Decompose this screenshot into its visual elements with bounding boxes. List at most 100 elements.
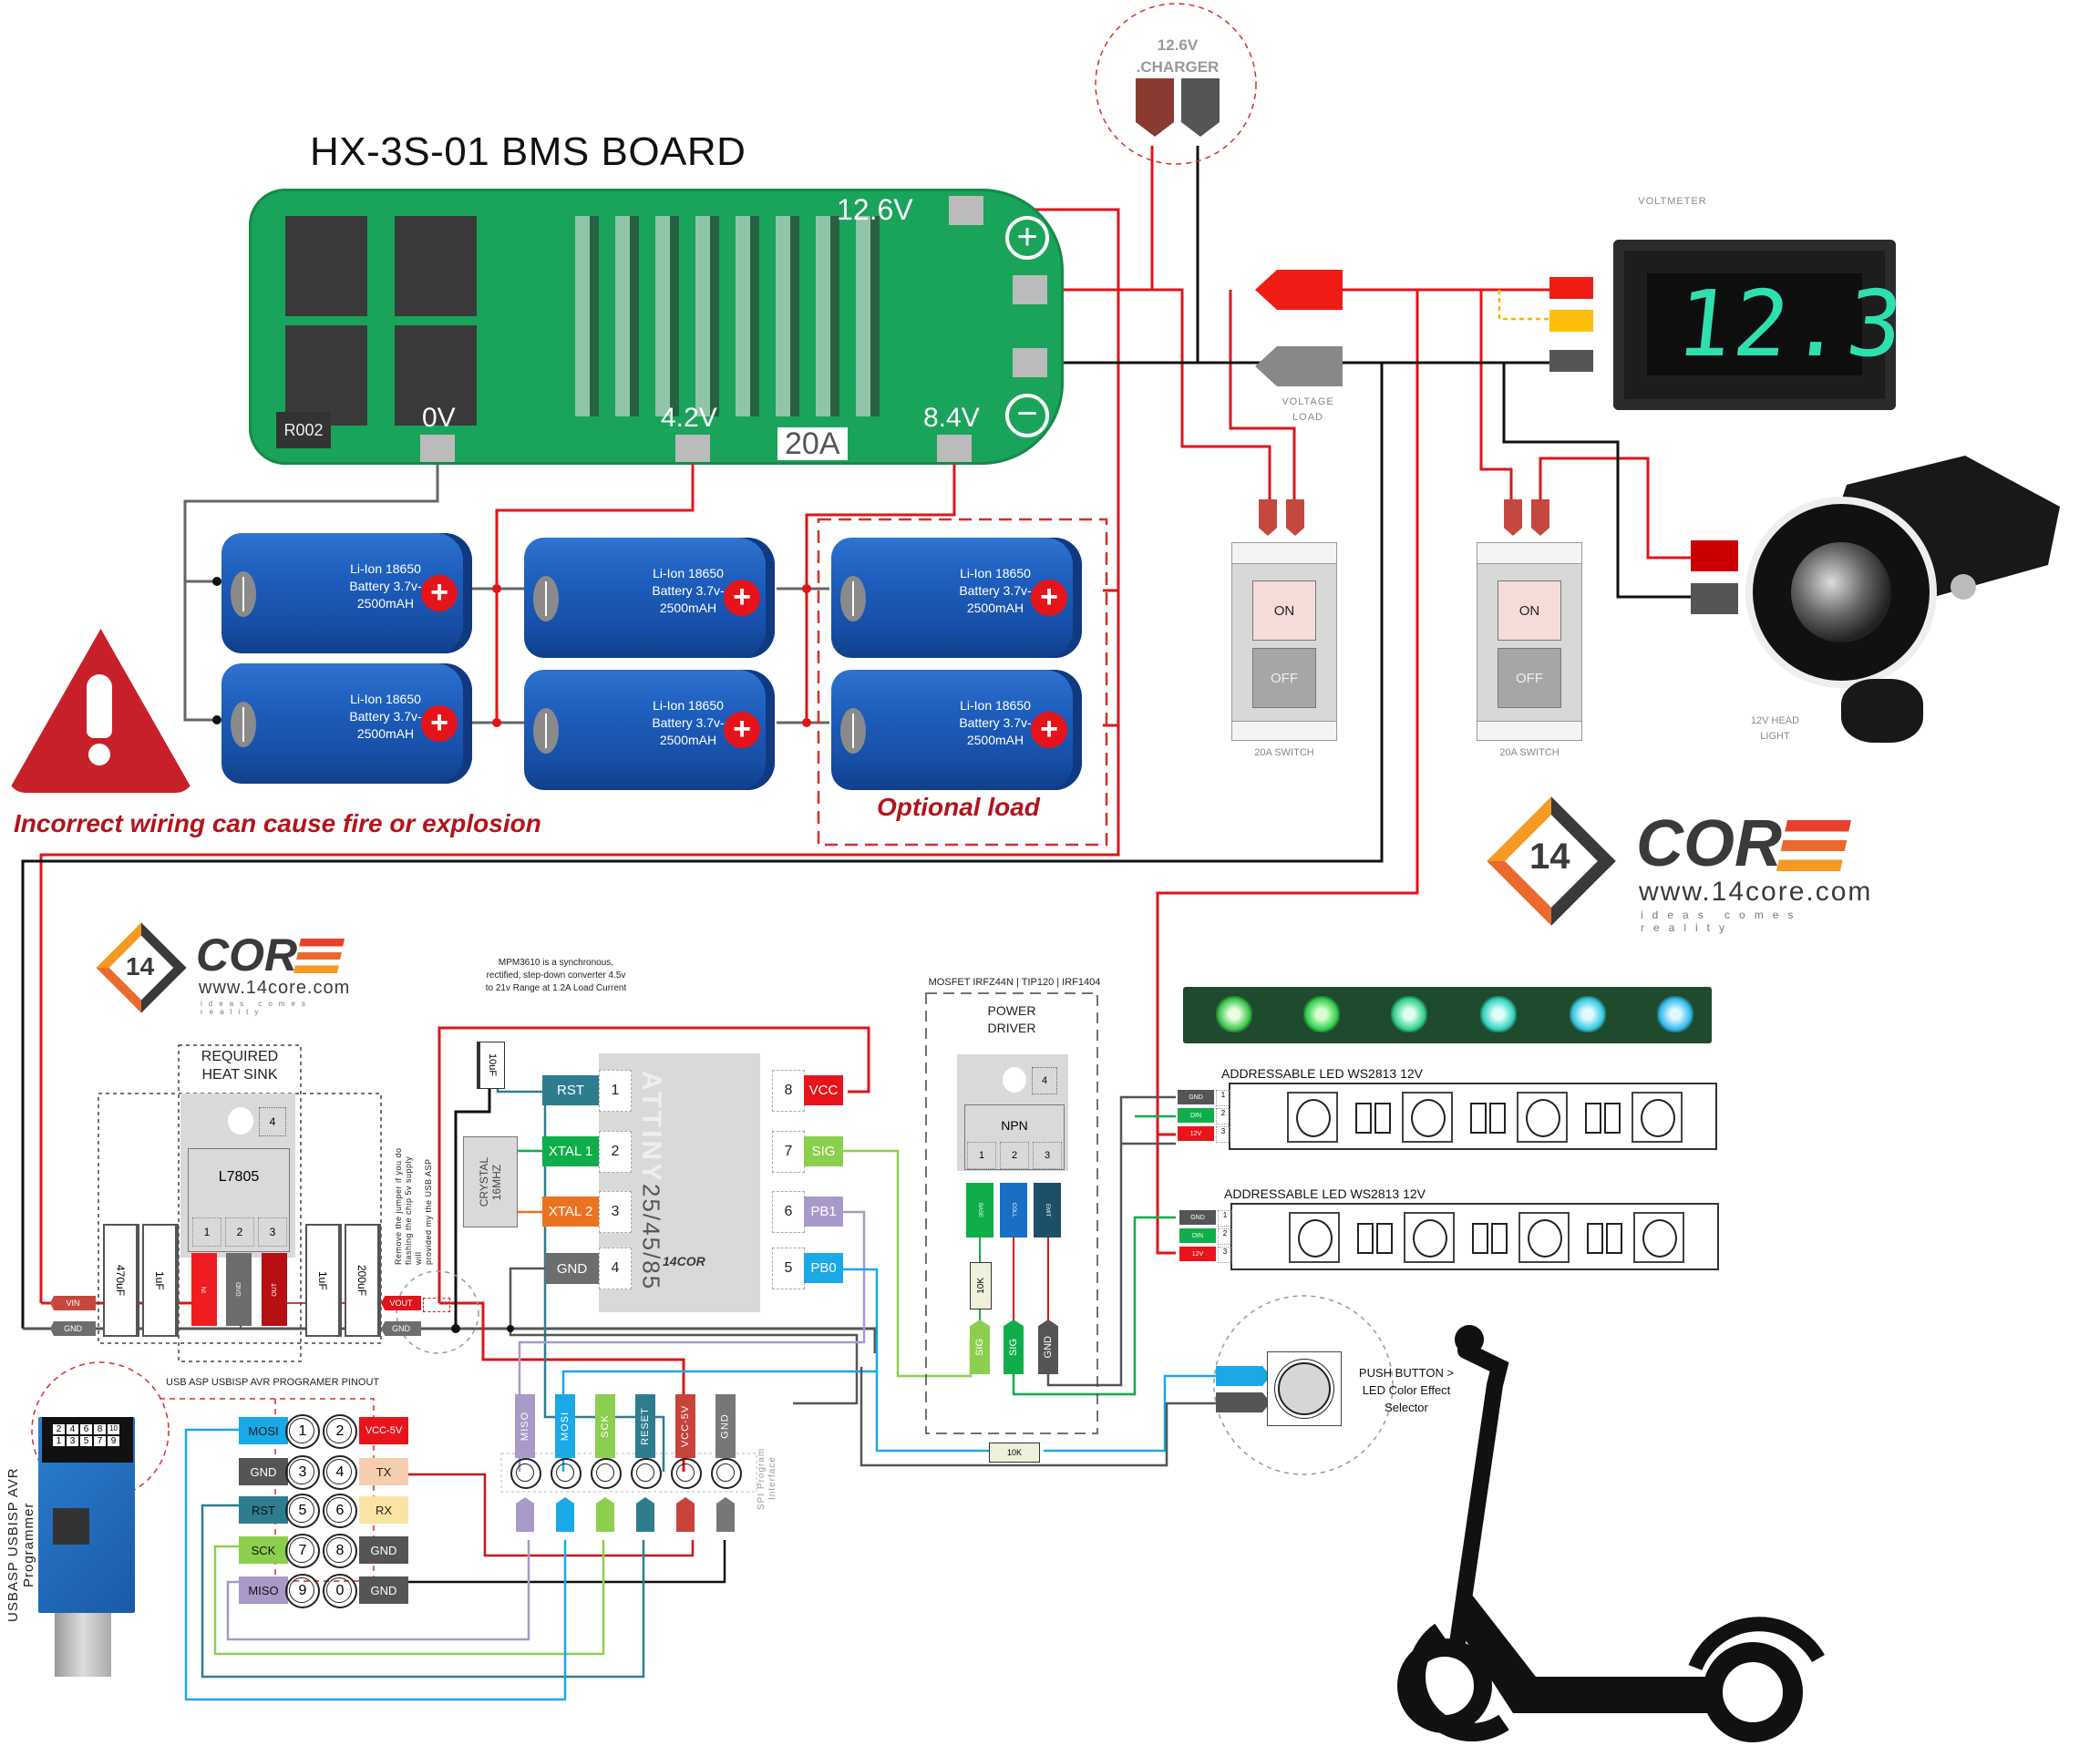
strip2-pin-din[interactable]: DIN [1179,1228,1216,1243]
strip1-pin-gnd[interactable]: GND [1178,1090,1214,1104]
switch1-on-button[interactable]: ON [1252,580,1316,641]
label-126v: 12.6V [837,193,913,226]
pushbutton-cap-icon[interactable] [1278,1362,1331,1415]
jumper[interactable] [423,1298,450,1312]
regulator-name: L7805 [218,1169,260,1185]
usbasp-pin-sck[interactable]: SCK [239,1536,288,1564]
attiny-pin-xtal2[interactable]: XTAL 2 [542,1196,599,1227]
power-driver-header: MOSFET IRFZ44N | TIP120 | IRF1404 [928,977,1101,988]
transistor-leg-emit: EMIT [1034,1183,1061,1237]
driver-terminal-gnd[interactable]: GND [1038,1320,1058,1374]
spi-pin-mosi[interactable]: MOSI [555,1394,575,1458]
battery-capacity: 2500mAH [659,601,717,615]
leg-label: EMIT [1045,1203,1050,1217]
charger-plug-negative[interactable] [1181,78,1220,137]
switch-1[interactable]: ON OFF [1231,542,1337,741]
spi-pin-label: VCC-5V [680,1404,691,1448]
attiny-pin-sig[interactable]: SIG [804,1136,843,1166]
battery-positive-terminal: + [724,580,760,616]
attiny-pin-pb1[interactable]: PB1 [804,1196,843,1227]
usbasp-pin-2: 2 [323,1414,357,1449]
spi-pin-gnd[interactable]: GND [715,1394,736,1458]
switch1-off-button[interactable]: OFF [1252,648,1316,708]
switch-2[interactable]: ON OFF [1477,542,1582,741]
usbasp-pin-5: 5 [285,1494,320,1528]
usbasp-pin-vcc[interactable]: VCC-5V [359,1417,408,1444]
strip2-pin-gnd[interactable]: GND [1179,1210,1216,1225]
led-resistor [1470,1103,1487,1134]
wire-gnd-pin4 [509,1267,859,1405]
gnd2-terminal: GND [381,1321,421,1336]
spi-pin-label: MOSI [560,1411,571,1442]
attiny-pin-xtal1[interactable]: XTAL 1 [542,1136,599,1166]
pushbutton[interactable] [1267,1351,1342,1426]
logo-tagline: ideas comes reality [201,1000,312,1016]
wire-red-sw2b [1539,457,1691,560]
capacitor-1uf-in: 1uF [142,1224,179,1337]
strip1-pin-12v[interactable]: 12V [1178,1126,1214,1141]
strip1-pin-din[interactable]: DIN [1178,1108,1214,1123]
battery-negative-terminal [840,576,866,621]
pad-126v[interactable] [949,196,983,225]
load-connector-positive[interactable] [1255,270,1343,310]
usbasp-pin-gnd[interactable]: GND [239,1458,288,1485]
attiny-pin-number: 3 [599,1191,632,1233]
terminal-label: SIG [974,1338,985,1356]
battery-capacity: 2500mAH [356,726,415,741]
spi-pin-reset[interactable]: RESET [635,1394,655,1458]
usbasp-pin-tx[interactable]: TX [359,1458,408,1485]
switch2-on-button[interactable]: ON [1498,580,1561,641]
power-driver-title: POWER DRIVER [926,1002,1097,1037]
wire-volt-yellow [1498,290,1549,321]
pad-0v[interactable] [420,435,455,462]
pushbutton-gnd-terminal[interactable] [1216,1392,1271,1412]
switch2-off-button[interactable]: OFF [1498,648,1561,708]
load-connector-negative[interactable] [1255,346,1343,386]
wire-black-bus [21,363,1384,1329]
transistor-body: NPN 1 2 3 [964,1104,1065,1170]
logo-url: www.14core.com [199,978,351,998]
pushbutton-label-line: PUSH BUTTON > [1358,1366,1455,1380]
pushbutton-resistor: 10K [989,1443,1040,1463]
pad-42v[interactable] [675,435,710,462]
spi-socket [510,1458,541,1489]
driver-terminal-sig2[interactable]: SIG [1004,1320,1024,1374]
wire-charger-red [1150,146,1271,506]
charger-plug-positive[interactable] [1136,78,1174,137]
spi-pin-sck[interactable]: SCK [595,1394,615,1458]
attiny-pin-pb0[interactable]: PB0 [804,1253,843,1283]
usbasp-pin-miso[interactable]: MISO [239,1576,288,1604]
pushbutton-signal-terminal[interactable] [1216,1366,1271,1386]
strip2-pin-12v[interactable]: 12V [1179,1247,1216,1261]
pad-84v[interactable] [937,435,972,462]
pushbutton-highlight [1213,1295,1394,1475]
attiny-pin-rst[interactable]: RST [542,1075,599,1105]
pad-minus[interactable] [1013,348,1047,377]
battery-type: Li-Ion 18650 [653,698,724,713]
usbasp-pin-gnd2[interactable]: GND [359,1536,408,1564]
usbasp-pin-gnd3[interactable]: GND [359,1576,408,1604]
attiny-pin-vcc[interactable]: VCC [804,1075,843,1105]
pad-plus[interactable] [1013,275,1047,304]
headlight-red-terminal [1691,540,1738,571]
usbasp-pin-mosi[interactable]: MOSI [239,1417,288,1444]
leg-label: OUT [271,1282,278,1297]
spi-pin-vcc[interactable]: VCC-5V [675,1394,695,1458]
charger-label: 12.6V .CHARGER [1123,35,1232,78]
usbasp-pin-4: 4 [323,1455,357,1490]
spi-label-line: SPI Program [757,1447,767,1510]
driver-terminal-sig[interactable]: SIG [970,1320,990,1374]
warning-text: Incorrect wiring can cause fire or explo… [14,809,541,837]
voltmeter-reading: 12.3 [1671,271,1910,377]
attiny-pin-number: 2 [599,1131,632,1173]
usbasp-pin-rx[interactable]: RX [359,1496,408,1524]
battery-negative-terminal [231,571,256,617]
logo-core-text: COR [196,929,298,981]
attiny-pin-number: 4 [599,1248,632,1289]
crystal-16mhz: CRYSTAL 16MHZ [463,1136,518,1227]
spi-pin-miso[interactable]: MISO [515,1394,535,1458]
usbasp-pin-rst[interactable]: RST [239,1496,288,1524]
led-resistor [1491,1223,1508,1254]
attiny-pin-gnd[interactable]: GND [545,1253,599,1284]
